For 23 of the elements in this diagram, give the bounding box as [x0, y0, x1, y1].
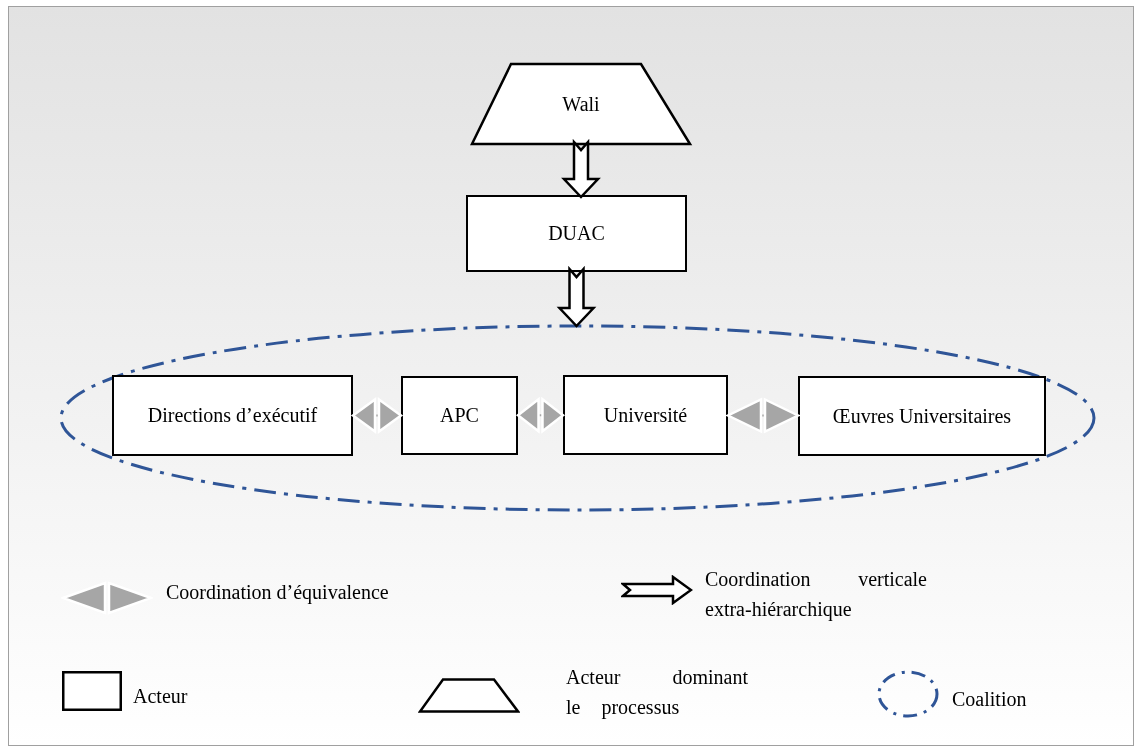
- legend-label: Coordination d’équivalence: [166, 580, 390, 606]
- node-label: Œuvres Universitaires: [832, 404, 1012, 428]
- double-arrow: [726, 398, 800, 433]
- actor-box: [466, 195, 687, 272]
- node-label: Wali: [562, 92, 600, 116]
- node-label: DUAC: [548, 222, 605, 245]
- coalition-ellipse: [59, 324, 1096, 512]
- actor-box: [112, 375, 353, 456]
- double-arrow: [516, 398, 565, 433]
- node-label: Directions d’exécutif: [147, 404, 318, 427]
- actor-box: [401, 376, 518, 455]
- node-label: APC: [440, 404, 479, 427]
- legend-label: Coordination verticale extra-hiérarchique: [705, 567, 927, 623]
- hollow-arrow: [556, 265, 597, 328]
- legend-label: Acteur: [133, 684, 189, 709]
- legend-label: Coalition: [952, 687, 1028, 712]
- dominant-actor-trapezoid: [471, 63, 691, 145]
- node-label: Université: [603, 403, 688, 427]
- double-arrow: [351, 398, 403, 433]
- actor-box: [798, 376, 1046, 456]
- legend-label: Acteur dominant le processus: [566, 665, 748, 721]
- actor-box: [563, 375, 728, 455]
- hollow-arrow: [561, 138, 601, 199]
